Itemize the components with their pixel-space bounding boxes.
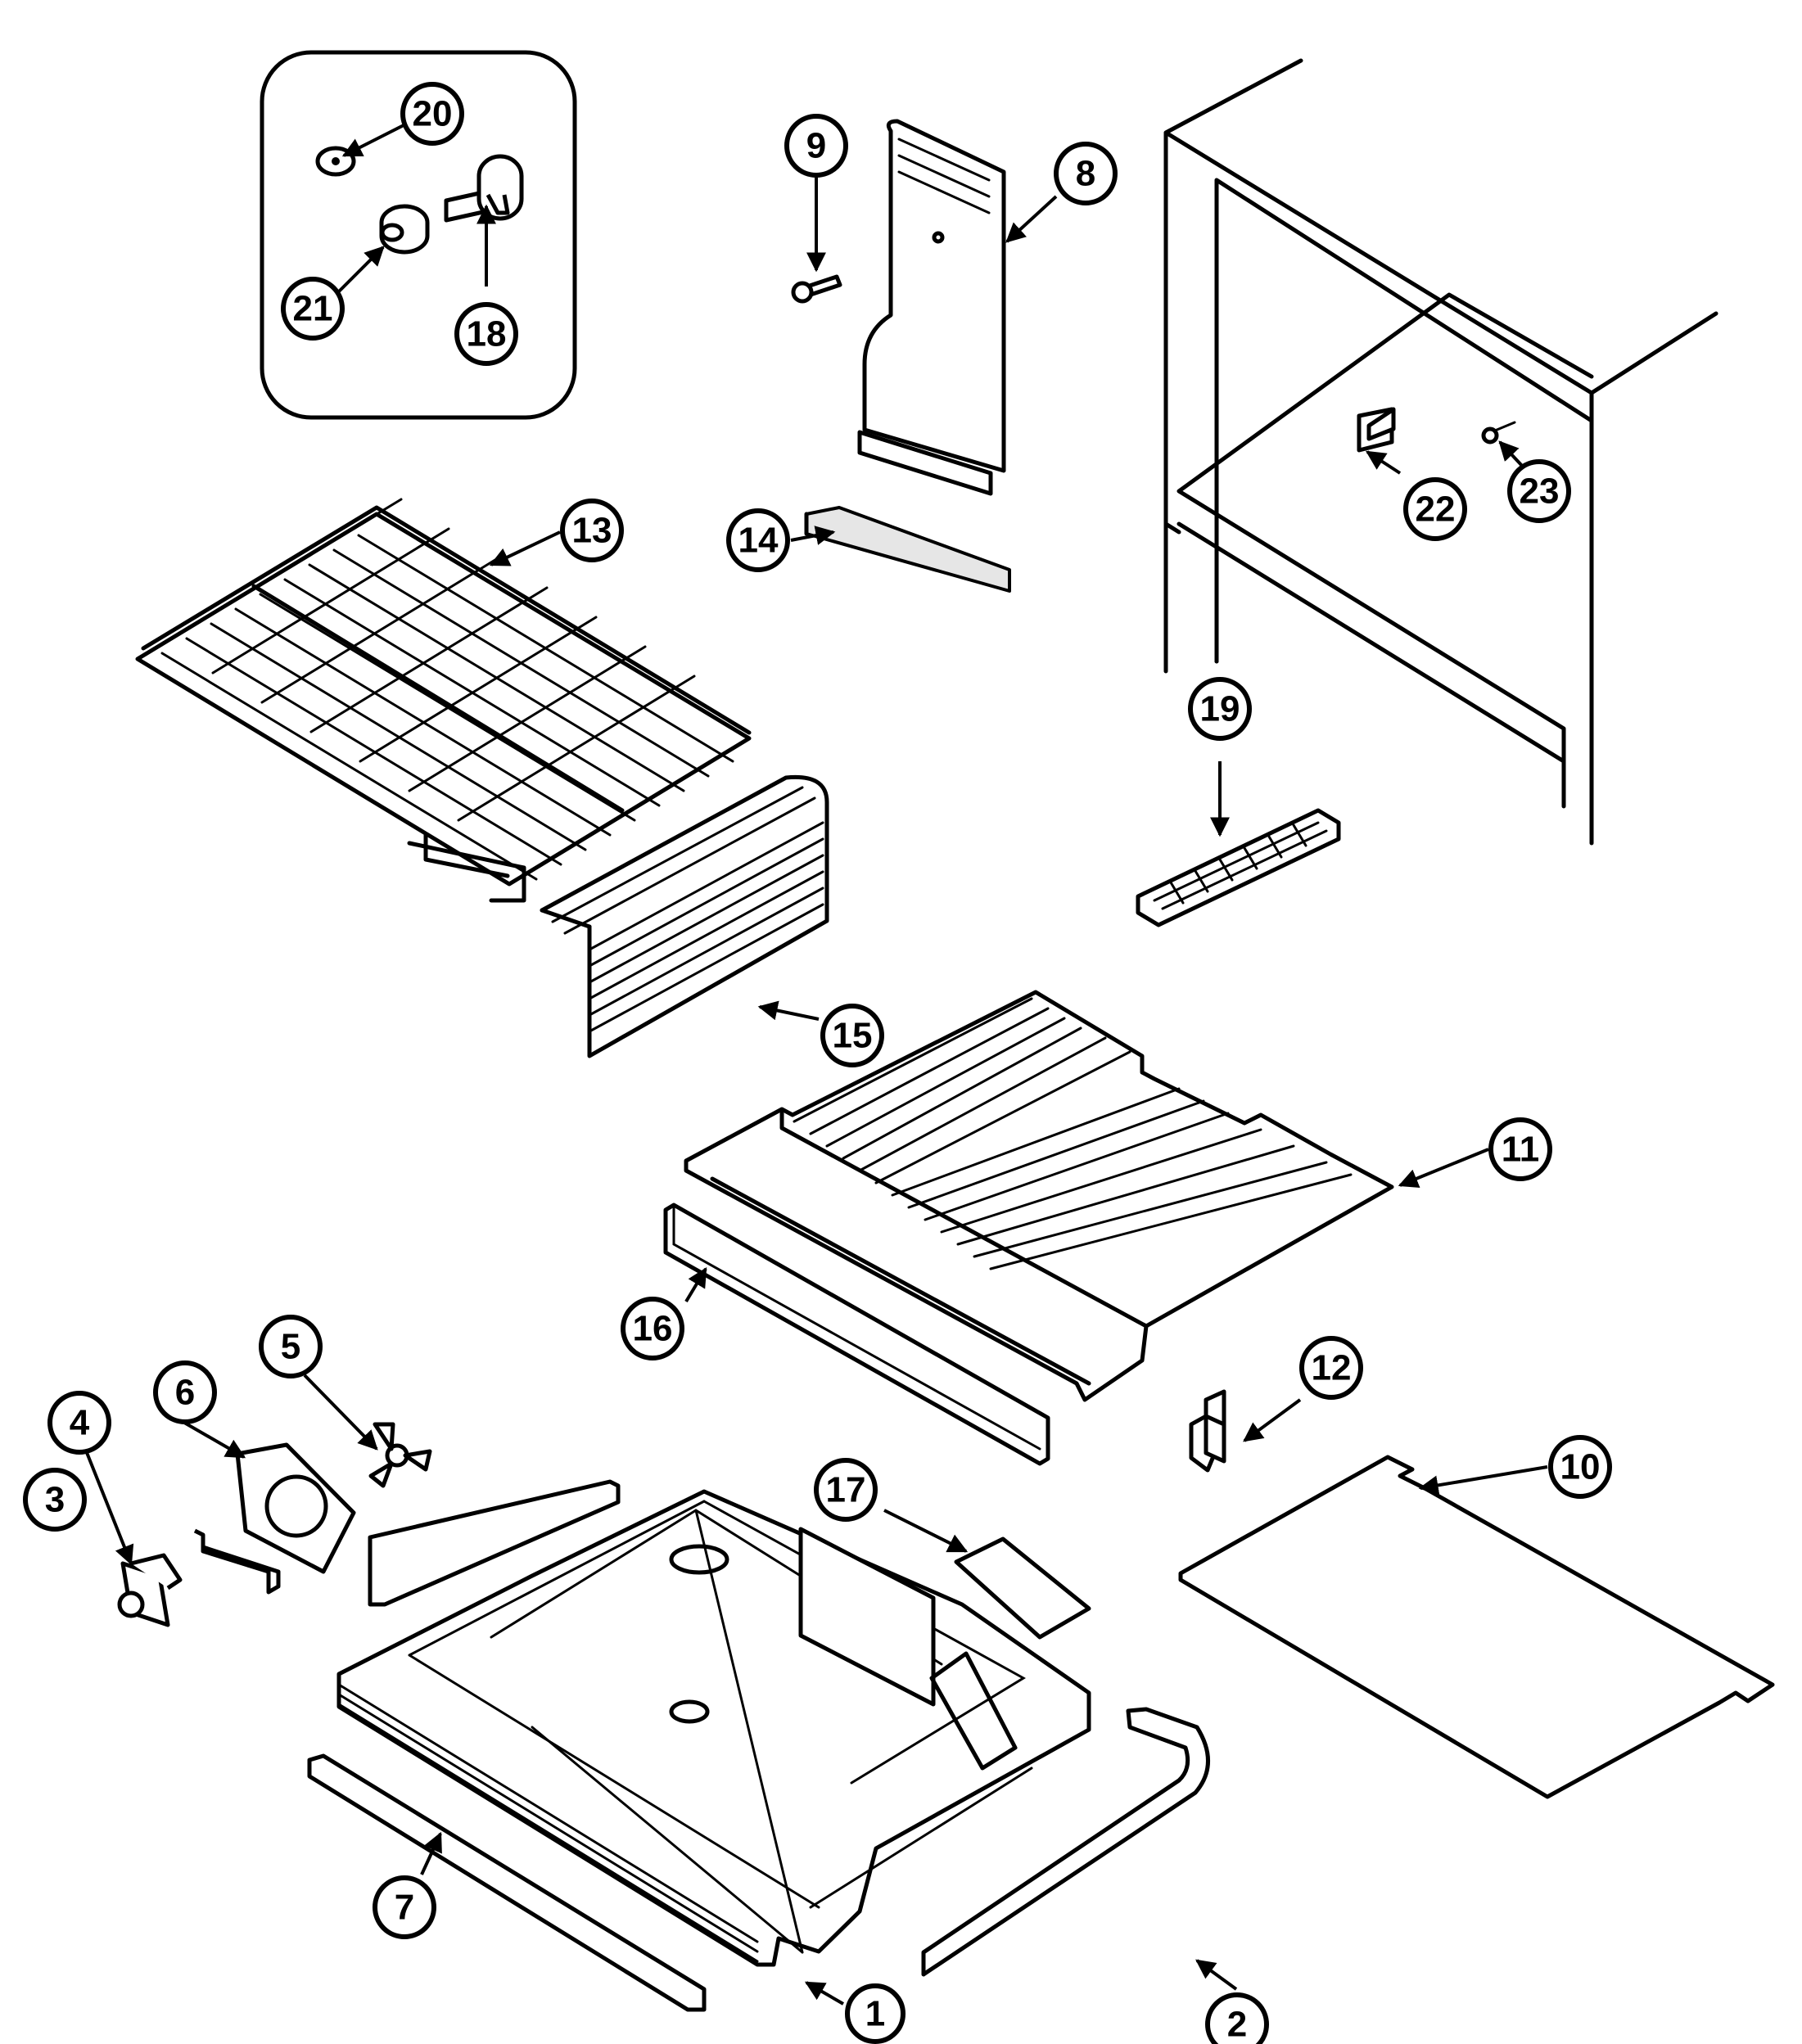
part-14-seal bbox=[804, 506, 1011, 593]
callout-16: 16 bbox=[621, 1297, 684, 1360]
callout-9: 9 bbox=[784, 114, 848, 178]
callout-21: 21 bbox=[281, 277, 345, 341]
part-5-fan-blade bbox=[368, 1422, 432, 1488]
part-7-rail bbox=[307, 1479, 707, 2012]
part-17-baffle bbox=[954, 1536, 1091, 1640]
leader-lines bbox=[84, 124, 1548, 2006]
part-13-wire-shelf bbox=[135, 498, 752, 903]
part-19-ice-tray bbox=[1136, 808, 1341, 927]
callout-22: 22 bbox=[1403, 477, 1467, 541]
svg-text:11: 11 bbox=[1502, 1130, 1540, 1170]
callout-10: 10 bbox=[1548, 1435, 1612, 1499]
svg-text:6: 6 bbox=[175, 1373, 195, 1413]
svg-text:8: 8 bbox=[1076, 154, 1095, 194]
part-23-screw bbox=[1481, 421, 1516, 444]
callout-4: 4 bbox=[47, 1391, 111, 1455]
cabinet bbox=[1163, 58, 1718, 846]
callout-13: 13 bbox=[560, 499, 624, 562]
part-12-bracket bbox=[1189, 1389, 1226, 1473]
callout-11: 11 bbox=[1488, 1117, 1552, 1181]
svg-text:13: 13 bbox=[572, 511, 612, 551]
part-1-base-pan bbox=[336, 1489, 1091, 1967]
svg-text:2: 2 bbox=[1227, 2005, 1247, 2044]
svg-text:12: 12 bbox=[1312, 1348, 1352, 1388]
callout-3: 3 bbox=[23, 1468, 87, 1532]
callout-1: 1 bbox=[845, 1983, 906, 2044]
callout-14: 14 bbox=[726, 508, 790, 572]
svg-text:7: 7 bbox=[395, 1888, 414, 1928]
part-11-crisper-cover bbox=[684, 990, 1394, 1402]
svg-text:10: 10 bbox=[1560, 1447, 1601, 1487]
svg-text:22: 22 bbox=[1416, 490, 1456, 530]
svg-text:1: 1 bbox=[865, 1994, 885, 2034]
svg-text:9: 9 bbox=[806, 126, 826, 166]
callout-20: 20 bbox=[400, 82, 464, 146]
part-9-screw bbox=[791, 274, 842, 304]
svg-text:3: 3 bbox=[45, 1480, 65, 1520]
part-8-cover bbox=[857, 119, 1006, 496]
svg-text:20: 20 bbox=[413, 94, 453, 134]
part-10-panel bbox=[1178, 1455, 1775, 1799]
svg-text:17: 17 bbox=[826, 1470, 866, 1510]
svg-text:16: 16 bbox=[633, 1309, 673, 1349]
part-2-rail bbox=[921, 1707, 1210, 1977]
callout-15: 15 bbox=[820, 1004, 884, 1067]
part-16-strip bbox=[663, 1202, 1050, 1466]
callout-2: 2 bbox=[1205, 1992, 1269, 2044]
callout-7: 7 bbox=[373, 1875, 436, 1939]
svg-text:15: 15 bbox=[833, 1016, 873, 1056]
callout-5: 5 bbox=[259, 1315, 323, 1378]
svg-text:21: 21 bbox=[293, 289, 333, 329]
part-15-cover bbox=[540, 774, 829, 1058]
svg-text:14: 14 bbox=[738, 521, 779, 561]
part-3-switch bbox=[117, 1553, 183, 1627]
callout-18: 18 bbox=[454, 302, 518, 366]
part-22-bracket bbox=[1357, 407, 1396, 453]
part-21-bushing bbox=[379, 204, 430, 255]
part-18-hinge-pin bbox=[444, 154, 524, 223]
callout-12: 12 bbox=[1299, 1336, 1363, 1400]
part-4-plate bbox=[193, 1528, 281, 1595]
callout-23: 23 bbox=[1507, 459, 1571, 523]
svg-text:23: 23 bbox=[1520, 472, 1560, 512]
callout-19: 19 bbox=[1188, 677, 1252, 741]
callout-17: 17 bbox=[814, 1458, 878, 1522]
svg-text:5: 5 bbox=[281, 1327, 300, 1367]
callout-8: 8 bbox=[1054, 142, 1118, 205]
svg-text:19: 19 bbox=[1200, 689, 1240, 729]
callout-6: 6 bbox=[153, 1360, 217, 1424]
part-6-bracket bbox=[235, 1442, 356, 1574]
svg-text:18: 18 bbox=[467, 314, 507, 354]
svg-text:4: 4 bbox=[70, 1403, 90, 1443]
